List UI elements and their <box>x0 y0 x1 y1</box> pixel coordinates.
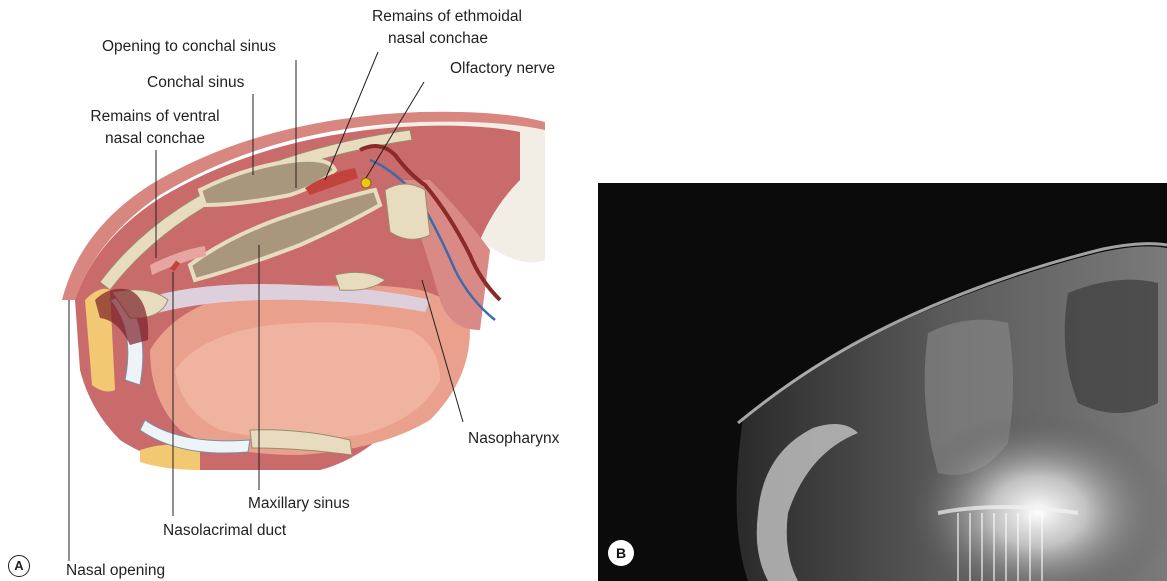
nasal-cavity-illustration <box>0 0 600 581</box>
xray-teeth-glow <box>828 333 1167 581</box>
label-nasal-opening: Nasal opening <box>66 562 165 580</box>
label-remains-ethmoidal-line1: Remains of ethmoidal <box>372 8 522 26</box>
sphenoid-bone <box>385 184 430 239</box>
label-remains-ventral-line1: Remains of ventral <box>80 108 230 126</box>
panel-letter-a: A <box>8 555 30 577</box>
panel-a-anatomy-diagram: Remains of ethmoidal nasal conchae Openi… <box>0 0 600 581</box>
label-opening-conchal-sinus: Opening to conchal sinus <box>102 38 276 56</box>
label-olfactory-nerve: Olfactory nerve <box>450 60 555 78</box>
panel-letter-b: B <box>608 540 634 566</box>
panel-b-radiograph: B <box>598 183 1167 581</box>
xray-image <box>598 183 1167 581</box>
label-nasolacrimal-duct: Nasolacrimal duct <box>163 522 286 540</box>
label-remains-ventral-line2: nasal conchae <box>80 130 230 148</box>
olfactory-nerve-dot <box>361 178 371 188</box>
label-maxillary-sinus: Maxillary sinus <box>248 495 350 513</box>
label-nasopharynx: Nasopharynx <box>468 430 559 448</box>
label-conchal-sinus: Conchal sinus <box>147 74 244 92</box>
label-remains-ethmoidal-line2: nasal conchae <box>388 30 488 48</box>
